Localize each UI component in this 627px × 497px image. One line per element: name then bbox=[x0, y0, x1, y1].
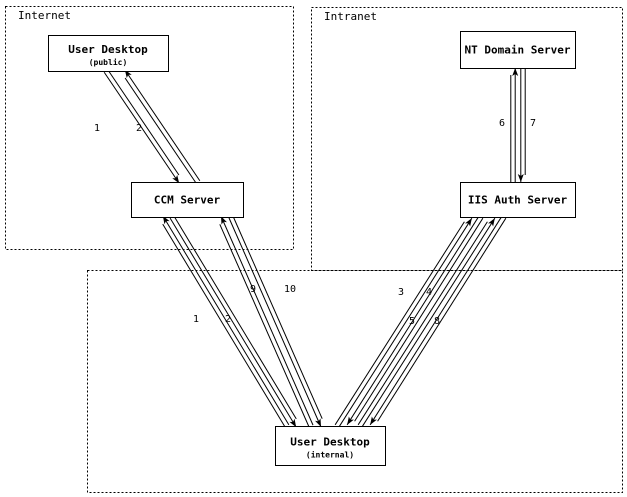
flow-edge-label-e6: 6 bbox=[499, 118, 505, 129]
flow-edge-stroke-parallel bbox=[334, 221, 465, 426]
node-title-nt-domain-server: NT Domain Server bbox=[465, 44, 571, 57]
flow-edge-e3 bbox=[334, 217, 473, 428]
flow-edge-e6 bbox=[510, 68, 519, 182]
flow-edge-stroke bbox=[228, 217, 322, 428]
zone-label-intranet: Intranet bbox=[324, 10, 377, 23]
node-iis-auth-server[interactable]: IIS Auth Server bbox=[460, 182, 576, 218]
zone-boundary-intranet bbox=[311, 7, 623, 271]
zone-boundaries: Internet Intranet bbox=[5, 6, 623, 493]
node-title-user-desktop-internal: User Desktop bbox=[290, 436, 370, 449]
flow-edge-stroke-parallel bbox=[219, 224, 310, 428]
flow-edge-e10 bbox=[228, 215, 323, 428]
flow-edge-label-e4: 4 bbox=[426, 287, 432, 298]
flow-edge-stroke bbox=[220, 215, 314, 426]
flow-edges bbox=[103, 68, 526, 428]
flow-edge-label-e9: 9 bbox=[250, 284, 256, 295]
flow-edge-label-e1: 1 bbox=[94, 123, 100, 134]
node-nt-domain-server[interactable]: NT Domain Server bbox=[460, 31, 576, 69]
flow-edge-e7 bbox=[517, 68, 526, 182]
flow-edge-stroke-parallel bbox=[107, 69, 180, 176]
flow-edge-e4 bbox=[346, 215, 484, 426]
flow-edge-stroke bbox=[369, 215, 503, 426]
flow-edge-stroke-parallel bbox=[357, 221, 488, 426]
flow-edge-label-e2: 2 bbox=[136, 123, 142, 134]
flow-edge-e1 bbox=[103, 69, 180, 184]
node-box-user-desktop-internal[interactable] bbox=[275, 426, 386, 466]
flow-edge-stroke bbox=[103, 71, 180, 184]
flow-edge-stroke-parallel bbox=[377, 217, 507, 422]
zone-boundary-internal bbox=[87, 270, 623, 493]
flow-edge-e5 bbox=[357, 217, 496, 428]
node-box-nt-domain-server[interactable] bbox=[460, 31, 576, 69]
flow-edge-stroke-parallel bbox=[173, 215, 297, 420]
flow-edge-label-e1b: 1 bbox=[193, 314, 199, 325]
flow-edge-e8 bbox=[369, 215, 507, 426]
node-title-iis-auth-server: IIS Auth Server bbox=[468, 194, 568, 207]
flow-edge-stroke bbox=[169, 217, 297, 428]
flow-edge-stroke bbox=[338, 217, 473, 428]
node-subtitle-user-desktop-internal: (internal) bbox=[306, 450, 354, 460]
flow-edge-stroke-parallel bbox=[162, 223, 286, 428]
flow-edge-stroke bbox=[346, 215, 480, 426]
flow-edge-stroke bbox=[361, 217, 496, 428]
node-subtitle-user-desktop-public: (public) bbox=[89, 57, 128, 67]
node-box-iis-auth-server[interactable] bbox=[460, 182, 576, 218]
flow-edge-e2b bbox=[169, 215, 297, 428]
flow-edge-e1b bbox=[162, 215, 290, 428]
flow-edge-stroke bbox=[124, 69, 201, 182]
flow-edge-label-e3: 3 bbox=[398, 287, 404, 298]
flow-edge-stroke-parallel bbox=[232, 215, 323, 419]
zone-label-internet: Internet bbox=[18, 9, 71, 22]
node-title-ccm-server: CCM Server bbox=[154, 194, 221, 207]
node-box-ccm-server[interactable] bbox=[131, 182, 244, 218]
flow-edge-e9 bbox=[219, 215, 314, 428]
node-title-user-desktop-public: User Desktop bbox=[68, 43, 148, 56]
flow-edge-label-e7: 7 bbox=[530, 118, 536, 129]
zone-boundary-internet bbox=[5, 6, 294, 250]
flow-edge-stroke-parallel bbox=[124, 77, 197, 184]
node-box-user-desktop-public[interactable] bbox=[48, 35, 169, 72]
flow-edge-stroke-parallel bbox=[354, 217, 484, 422]
node-user-desktop-internal[interactable]: User Desktop(internal) bbox=[275, 426, 386, 466]
flow-edge-e2 bbox=[124, 69, 201, 184]
flow-edge-label-e2b: 2 bbox=[225, 314, 231, 325]
node-user-desktop-public[interactable]: User Desktop(public) bbox=[48, 35, 169, 72]
flow-edge-labels: 1 2 6 7 1 2 9 10 3 4 5 8 bbox=[94, 118, 536, 327]
flow-edge-label-e5: 5 bbox=[409, 316, 415, 327]
flow-edge-label-e8: 8 bbox=[434, 316, 440, 327]
flow-edge-label-e10: 10 bbox=[284, 284, 296, 295]
flow-edge-stroke bbox=[162, 215, 290, 426]
node-ccm-server[interactable]: CCM Server bbox=[131, 182, 244, 218]
